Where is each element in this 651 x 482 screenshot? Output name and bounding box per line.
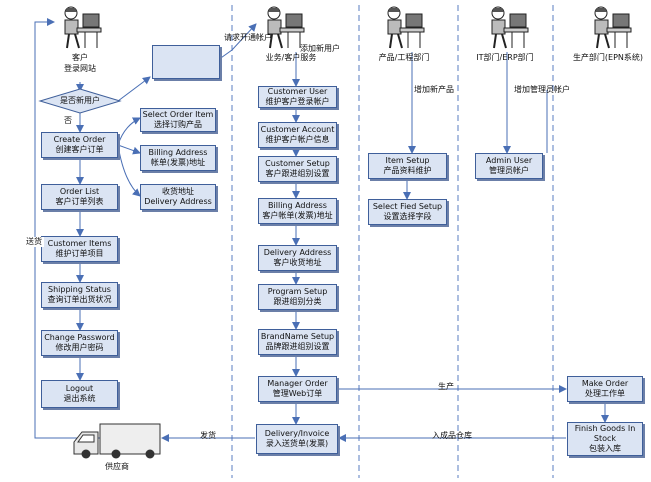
edge-label-add-admin: 增加管理员帐户 xyxy=(514,85,570,94)
arrow-decision-to-request xyxy=(117,76,151,102)
connectors xyxy=(34,18,609,442)
production-person-icon xyxy=(585,4,635,54)
arrow-create-to-billing xyxy=(117,144,141,155)
edge-label-stock-in: 入成品仓库 xyxy=(432,431,472,440)
decision-diamond xyxy=(38,88,122,114)
arrow-truck-to-customer xyxy=(34,18,100,439)
edge-label-production: 生产 xyxy=(438,382,454,391)
actor-supplier-label: 供应商 xyxy=(105,462,129,471)
edge-label-deliver: 送货 xyxy=(24,237,44,247)
actor-production-label: 生产部门(EPN系统) xyxy=(572,53,644,62)
request-account-box xyxy=(152,45,220,79)
actor-it-label: IT部门/ERP部门 xyxy=(476,53,534,62)
actor-product-label: 产品/工程部门 xyxy=(378,53,430,62)
arrow-create-to-select xyxy=(117,117,141,146)
edge-label-request-account: 请求开通帐户 xyxy=(224,33,272,42)
actor-sales-label: 业务/客户服务 xyxy=(265,53,317,62)
edge-label-ship: 发货 xyxy=(200,431,216,440)
decision-no-label: 否 xyxy=(64,116,72,125)
actor-customer-sub-label: 登录网站 xyxy=(64,64,96,73)
product-person-icon xyxy=(378,4,428,54)
edge-label-add-product: 增加新产品 xyxy=(414,85,454,94)
decision-text: 是否新用户 xyxy=(60,96,100,105)
arrow-request-to-sales xyxy=(217,23,257,61)
swimlane-dividers xyxy=(231,5,554,478)
arrow-create-to-delivery xyxy=(117,144,141,197)
edge-label-add-user: 添加新用户 xyxy=(300,44,340,53)
customer-person-icon xyxy=(55,4,105,54)
actor-customer-label: 客户 xyxy=(72,53,88,62)
it-person-icon xyxy=(482,4,532,54)
sales-person-icon xyxy=(258,4,308,54)
supplier-truck-icon xyxy=(70,420,162,464)
